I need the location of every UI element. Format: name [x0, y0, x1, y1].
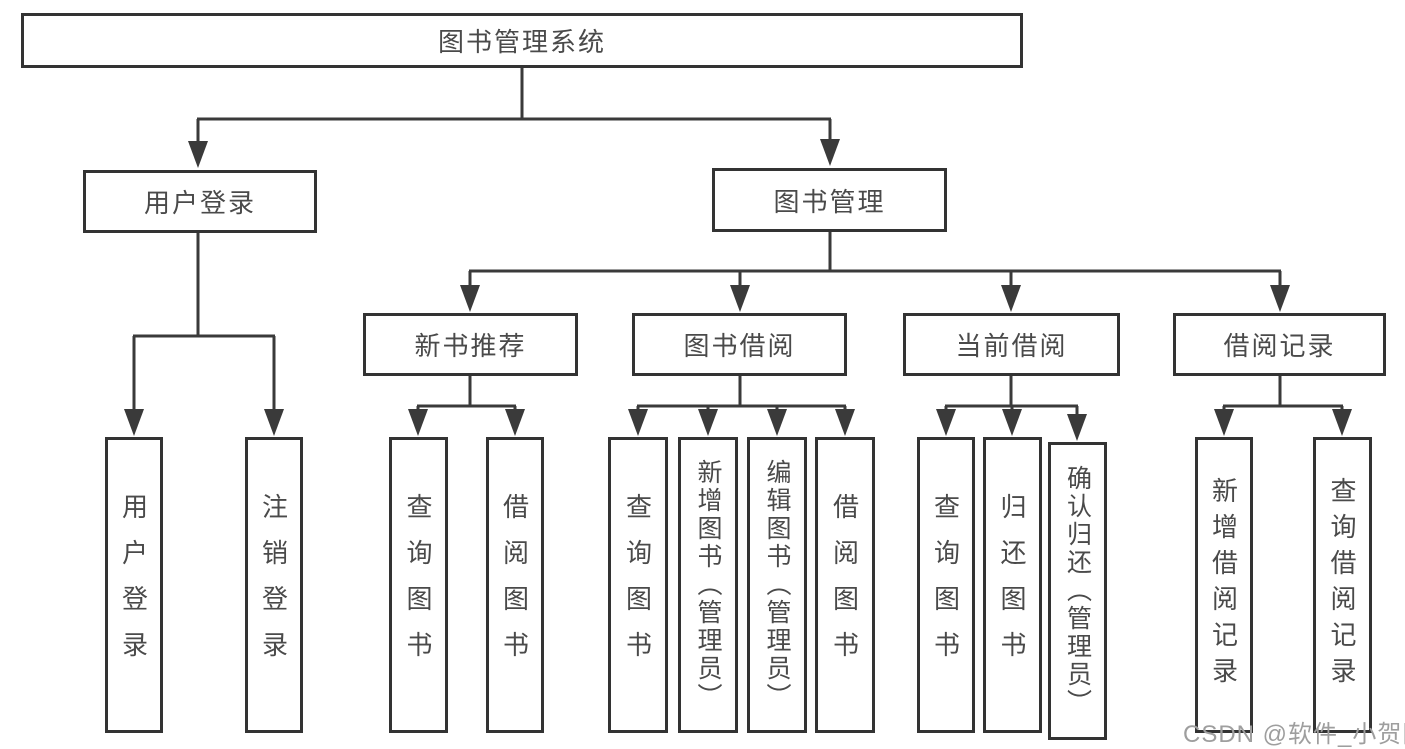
leaf-confirm-return-admin: 确认归还（管理员）: [1048, 442, 1107, 740]
leaf-query-books-current: 查询图书: [917, 437, 975, 733]
arrowhead: [628, 409, 648, 436]
arrowhead: [408, 409, 428, 436]
arrowhead: [1332, 409, 1352, 436]
connector-management: [468, 232, 1282, 288]
connector-paths: [132, 68, 1344, 417]
arrowheads: [124, 139, 1352, 441]
arrowhead: [1067, 414, 1087, 441]
arrowhead: [698, 409, 718, 436]
leaf-borrow-books: 借阅图书: [815, 437, 875, 733]
arrowhead: [1214, 409, 1234, 436]
connector-records: [1222, 376, 1344, 412]
node-book-borrow: 图书借阅: [632, 313, 847, 376]
connector-login: [132, 233, 276, 412]
node-book-management: 图书管理: [712, 168, 947, 232]
node-borrow-records: 借阅记录: [1173, 313, 1386, 376]
leaf-user-login: 用户登录: [105, 437, 163, 733]
leaf-return-books: 归还图书: [983, 437, 1042, 733]
arrowhead: [124, 409, 144, 436]
watermark: CSDN @软件_小贺同学: [1183, 721, 1405, 748]
arrowhead: [1002, 409, 1022, 436]
arrowhead: [460, 285, 480, 312]
leaf-borrow-books-recommend: 借阅图书: [486, 437, 544, 733]
node-current-borrow: 当前借阅: [903, 313, 1120, 376]
leaf-add-book-admin: 新增图书（管理员）: [678, 437, 738, 733]
arrowhead: [188, 141, 208, 168]
leaf-logout: 注销登录: [245, 437, 303, 733]
arrowhead: [730, 285, 750, 312]
node-library-system: 图书管理系统: [21, 13, 1023, 68]
arrowhead: [1270, 285, 1290, 312]
leaf-query-books-recommend: 查询图书: [389, 437, 448, 733]
arrowhead: [505, 409, 525, 436]
arrowhead: [767, 409, 787, 436]
leaf-add-borrow-record: 新增借阅记录: [1195, 437, 1253, 733]
connector-root: [196, 68, 832, 144]
leaf-edit-book-admin: 编辑图书（管理员）: [747, 437, 807, 733]
arrowhead: [820, 139, 840, 166]
leaf-query-borrow-record: 查询借阅记录: [1313, 437, 1372, 733]
arrowhead: [1001, 285, 1021, 312]
node-user-login: 用户登录: [83, 170, 317, 233]
leaf-query-books-borrow: 查询图书: [608, 437, 668, 733]
node-new-book-recommend: 新书推荐: [363, 313, 578, 376]
arrowhead: [835, 409, 855, 436]
connector-borrow: [636, 376, 847, 412]
arrowhead: [264, 409, 284, 436]
connector-recommend: [416, 376, 517, 412]
arrowhead: [936, 409, 956, 436]
